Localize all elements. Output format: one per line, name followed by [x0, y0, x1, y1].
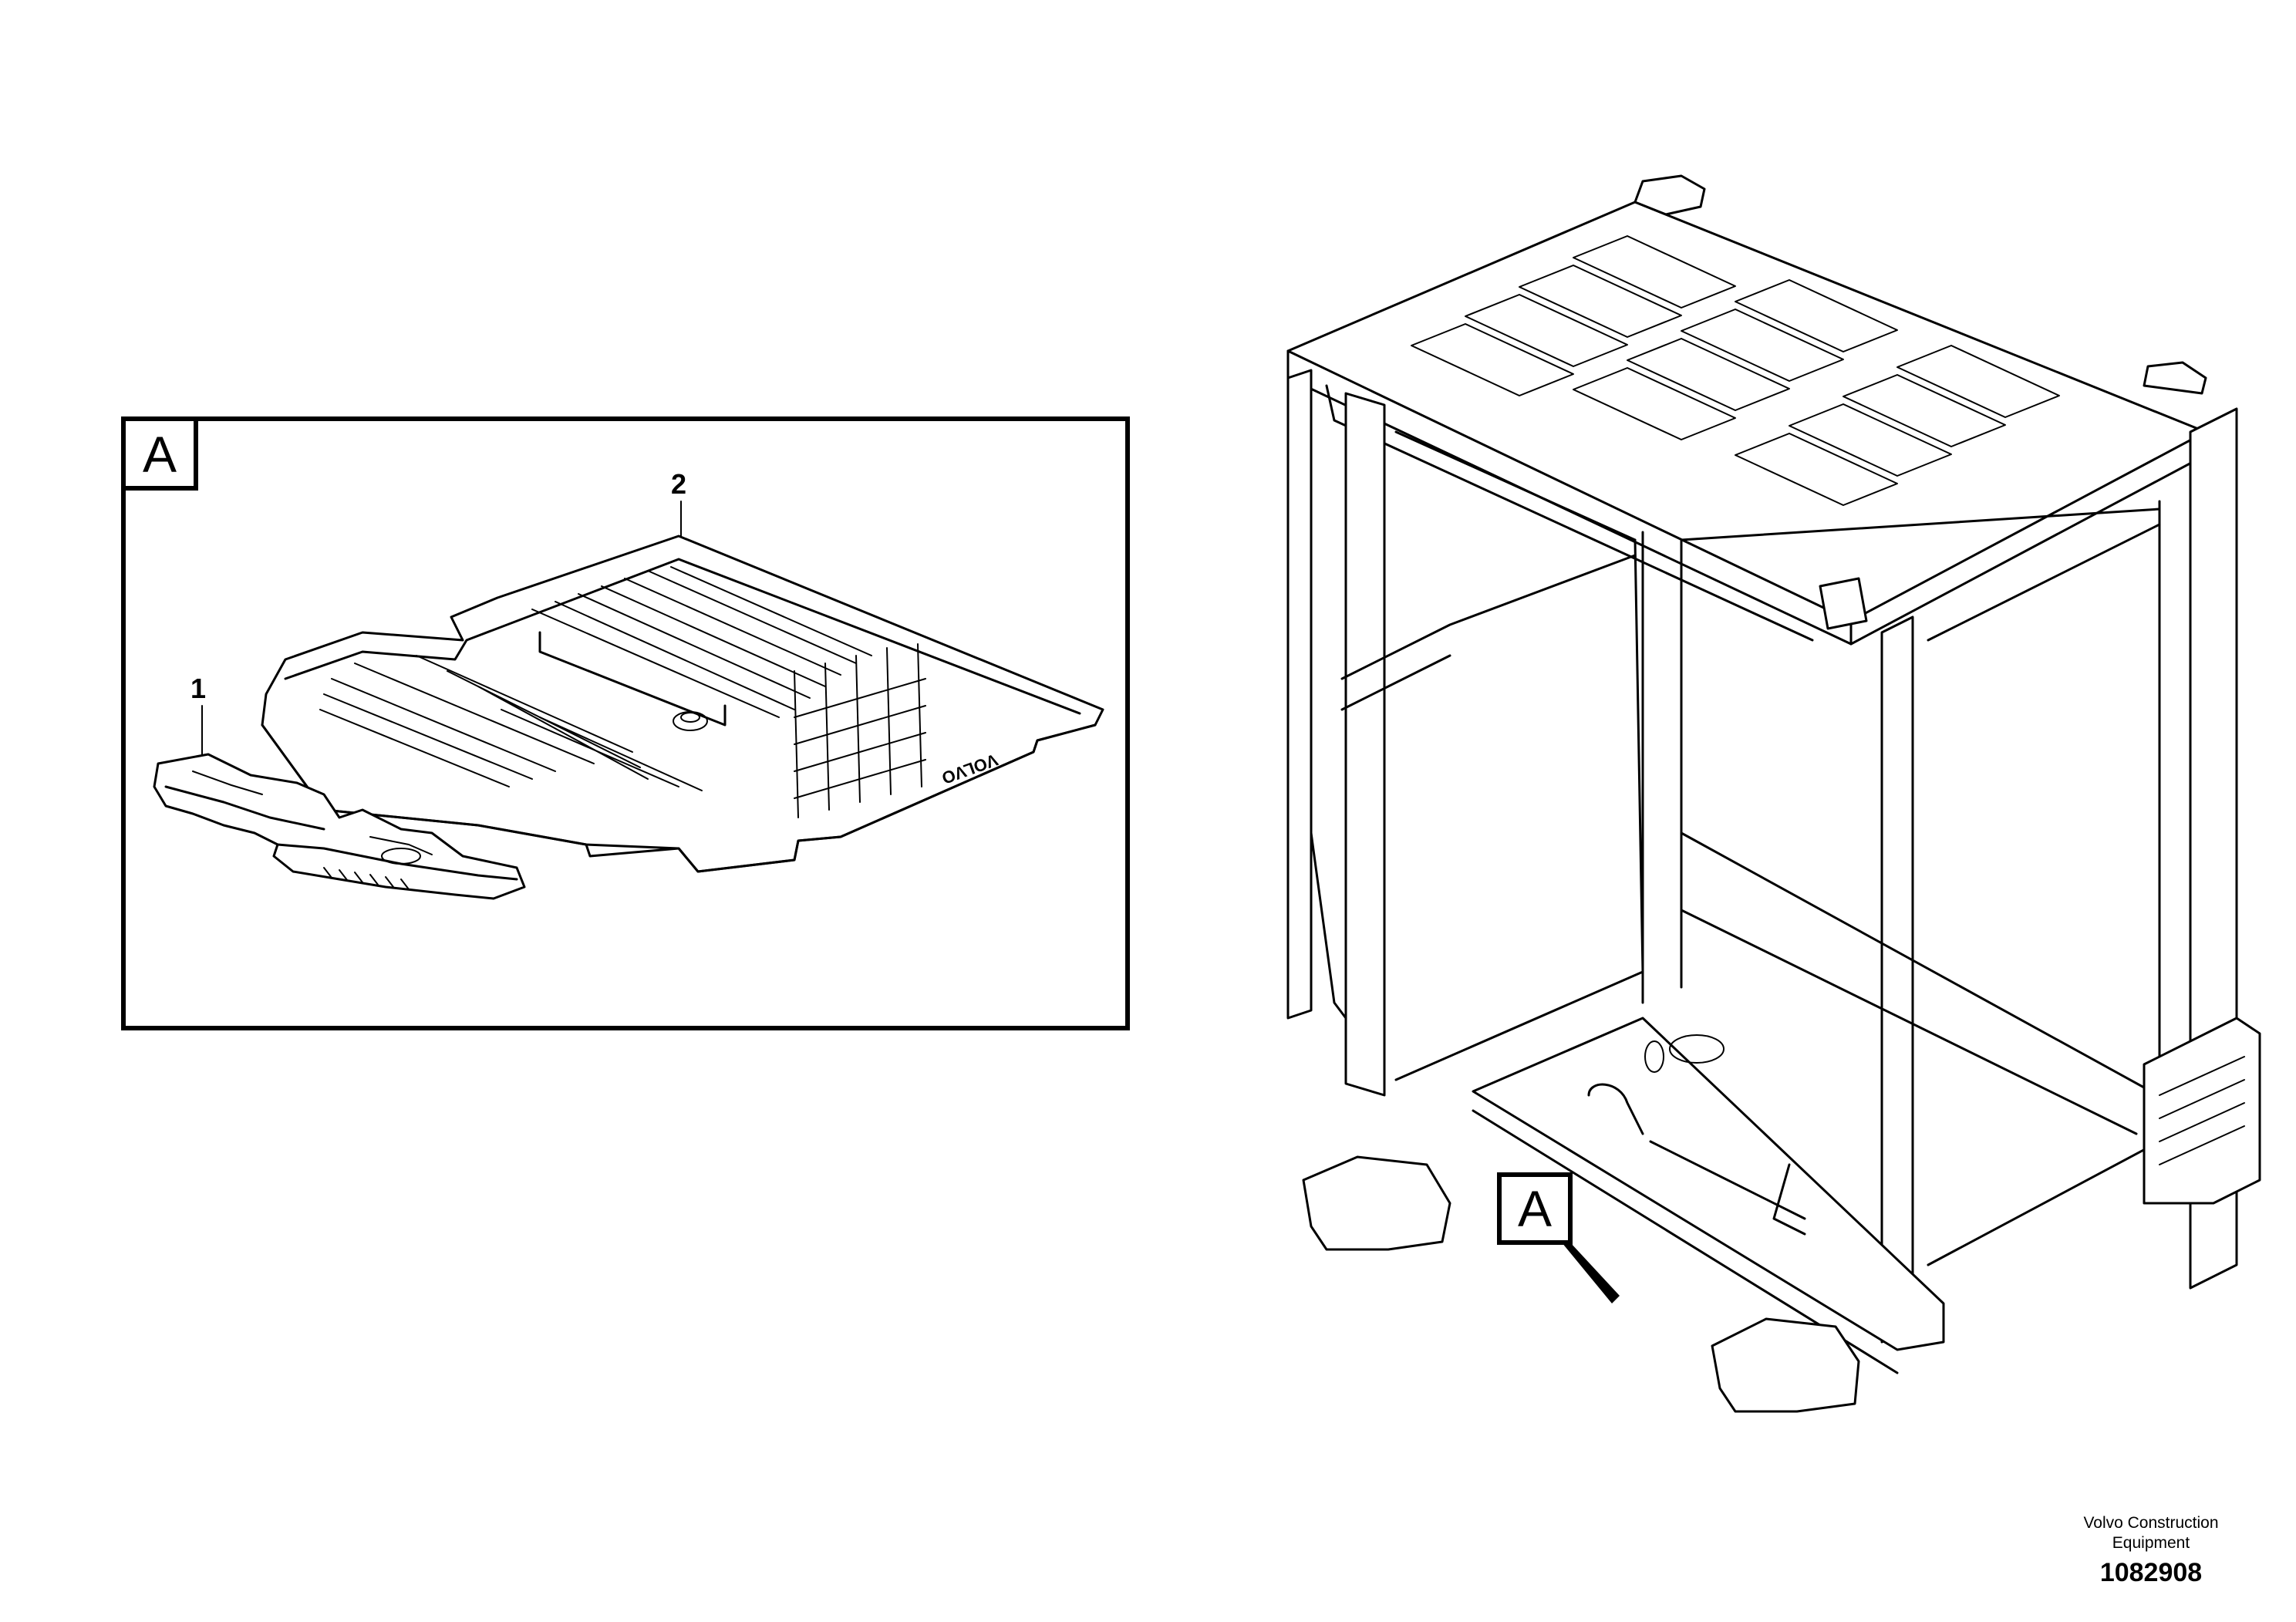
detail-letter: A: [143, 426, 177, 483]
front-trim: [153, 753, 526, 900]
view-marker-letter: A: [1518, 1180, 1552, 1237]
detail-frame: [121, 416, 1130, 1030]
detail-letter-box: [121, 416, 198, 491]
detail-view-a: A 2 1: [121, 416, 1130, 1030]
floor-frame: [1472, 1017, 1945, 1351]
view-marker-a: A: [1497, 1172, 1620, 1303]
foot-left: [1302, 1155, 1451, 1251]
footer: Volvo Construction Equipment 1082908: [2051, 1513, 2251, 1588]
roof-panel: [1286, 201, 2207, 622]
callout-1: 1: [190, 673, 206, 704]
pillar-front-right: [1880, 615, 1914, 1344]
illustration-number: 1082908: [2099, 1558, 2203, 1587]
company-line-2: Equipment: [2112, 1534, 2190, 1552]
pillar-front-left: [1286, 369, 1313, 1020]
company-line-1: Volvo Construction: [2083, 1514, 2219, 1532]
foot-right: [1711, 1317, 1860, 1413]
foot-rear-right: [2143, 1017, 2261, 1205]
floor-mat: VOLVO: [261, 534, 1104, 873]
callout-2: 2: [671, 468, 686, 500]
roof-cutouts: [1411, 235, 2060, 506]
cab-frame: A: [1286, 174, 2261, 1413]
